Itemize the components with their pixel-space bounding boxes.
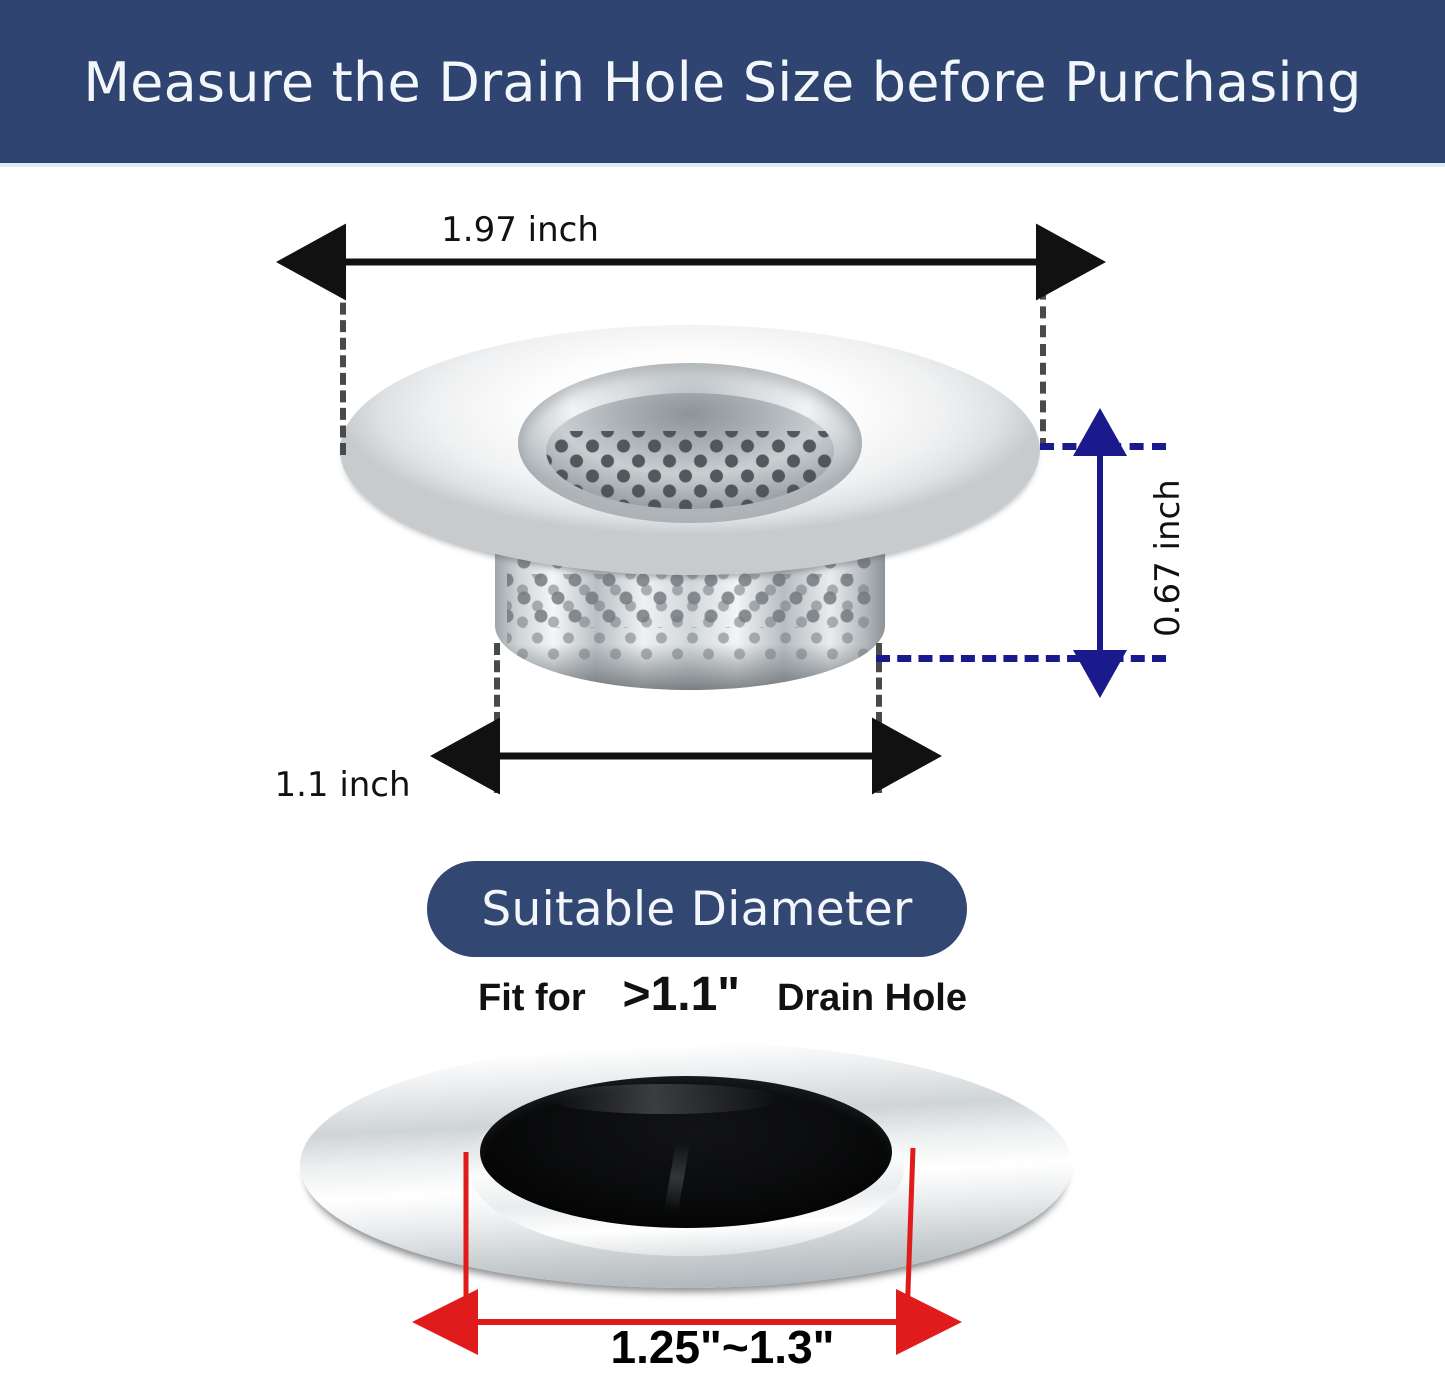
sink-strainer-illustration: [340, 315, 1040, 715]
banner-underline-divider: [0, 163, 1445, 167]
fit-value-label: >1.1": [622, 968, 741, 1021]
dimension-label-basket-diameter: 1.1 inch: [274, 765, 411, 805]
honeycomb-mesh-bowl: [546, 431, 834, 509]
page-title: Measure the Drain Hole Size before Purch…: [83, 51, 1362, 114]
suitable-diameter-label: Suitable Diameter: [481, 881, 913, 937]
guide-line-outer-left: [340, 250, 346, 455]
dimension-label-height: 0.67 inch: [1148, 479, 1188, 637]
strainer-bowl-inner: [546, 393, 834, 509]
drain-hole-opening: [480, 1076, 892, 1228]
guide-line-height-bottom: [876, 655, 1166, 662]
fit-prefix-label: Fit for: [477, 977, 586, 1019]
hole-highlight-streak: [664, 1141, 690, 1213]
dimension-label-outer-diameter: 1.97 inch: [441, 210, 599, 250]
fit-suffix-label: Drain Hole: [776, 977, 967, 1019]
header-banner: Measure the Drain Hole Size before Purch…: [0, 0, 1445, 165]
fit-for-line: Fit for >1.1" Drain Hole: [0, 967, 1445, 1022]
product-dimensions-section: 1.97 inch 1.1 inch 0.67 inch: [0, 165, 1445, 840]
drain-hole-illustration: [300, 1042, 1072, 1304]
hole-highlight-top: [550, 1084, 780, 1114]
suitable-diameter-badge: Suitable Diameter: [427, 861, 967, 957]
guide-line-outer-right: [1040, 250, 1046, 450]
drain-hole-range-label: 1.25"~1.3": [610, 1321, 835, 1373]
guide-line-height-top: [1040, 443, 1166, 450]
honeycomb-mesh-lower: [507, 574, 873, 660]
